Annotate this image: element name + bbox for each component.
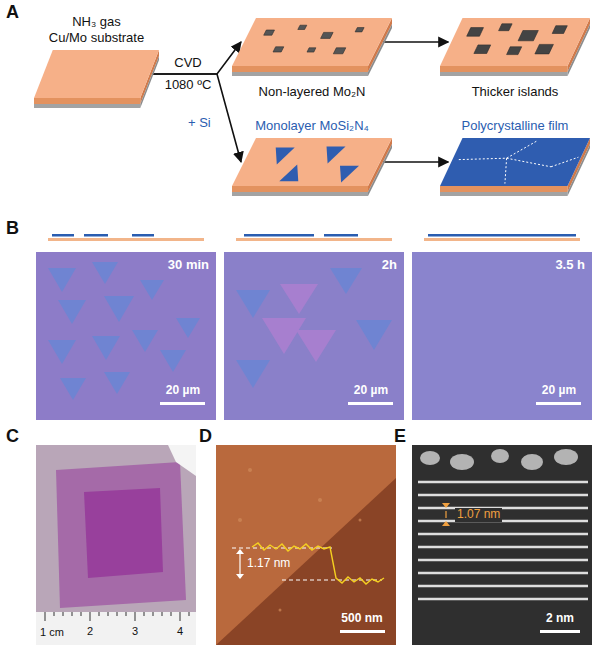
label-holder: 20 µm — [542, 384, 576, 398]
process-arrow — [153, 74, 241, 162]
annotation-label: 1.17 nm — [247, 557, 290, 571]
substrate-stage: Thicker islands — [440, 18, 590, 100]
annotation-label: 4 — [177, 625, 183, 638]
annotation-label: 1 cm — [40, 626, 64, 639]
label-holder: 30 min — [168, 258, 209, 273]
annotation-label: 1080 ºC — [165, 78, 212, 93]
optical-image — [224, 252, 404, 420]
label-holder: 4 — [177, 625, 183, 638]
substrate-stage: Polycrystalline film — [440, 118, 590, 200]
panel-letter: E — [394, 426, 406, 447]
substrate-shape — [232, 138, 392, 200]
afm-image — [216, 445, 396, 645]
annotation-label: 2h — [382, 258, 397, 273]
process-arrow — [383, 41, 448, 43]
panel-letter: A — [6, 2, 19, 23]
panel-letter: C — [6, 426, 19, 447]
stage-label: Thicker islands — [472, 84, 559, 100]
label-holder: 2 — [87, 625, 93, 638]
label-holder: 3.5 h — [555, 258, 585, 273]
panel-letter: B — [6, 218, 19, 239]
label-holder: 1.07 nm — [455, 508, 502, 522]
annotation-label: 3 — [132, 625, 138, 638]
annotation-label: 20 µm — [542, 384, 576, 398]
label-holder: 20 µm — [354, 384, 388, 398]
annotation-label: 500 nm — [341, 612, 382, 626]
label-holder: B — [6, 218, 19, 239]
stage-label: NH₃ gas — [72, 14, 121, 30]
stage-label: Non-layered Mo₂N — [259, 84, 366, 100]
process-arrow — [383, 161, 448, 163]
stage-label: Monolayer MoSi₂N₄ — [255, 118, 369, 134]
annotation-label: CVD — [174, 56, 201, 71]
edge-label-holder: + Si — [188, 116, 211, 131]
label-holder: E — [394, 426, 406, 447]
label-holder: 1 cm — [40, 626, 64, 639]
optical-image — [36, 252, 216, 420]
label-holder: 2h — [382, 258, 397, 273]
label-holder: 3 — [132, 625, 138, 638]
label-holder: A — [6, 2, 19, 23]
annotation-label: 20 µm — [166, 384, 200, 398]
label-holder: 2 nm — [546, 612, 574, 626]
process-arrow — [153, 42, 241, 74]
label-holder: 1.17 nm — [247, 557, 290, 571]
substrate-shape — [440, 138, 590, 200]
tem-image — [412, 445, 592, 645]
substrate-stage: Monolayer MoSi₂N₄ — [232, 118, 392, 200]
substrate-stage: Non-layered Mo₂N — [232, 18, 392, 100]
panel-letter: D — [199, 426, 212, 447]
coverage-schematic — [48, 234, 580, 241]
stage-label: Polycrystalline film — [462, 118, 569, 134]
edge-label: + Si — [188, 116, 211, 131]
substrate-shape — [34, 50, 159, 112]
annotation-label: 1.07 nm — [455, 508, 502, 522]
substrate-shape — [232, 18, 392, 80]
label-holder: D — [199, 426, 212, 447]
annotation-label: 30 min — [168, 258, 209, 273]
optical-image — [412, 252, 592, 420]
substrate-shape — [440, 18, 590, 80]
label-holder: CVD — [174, 56, 201, 71]
annotation-label: 2 nm — [546, 612, 574, 626]
label-holder: 500 nm — [341, 612, 382, 626]
annotation-label: 20 µm — [354, 384, 388, 398]
stage-label: Cu/Mo substrate — [49, 30, 144, 46]
wafer-photo — [36, 445, 196, 645]
label-holder: C — [6, 426, 19, 447]
annotation-label: 2 — [87, 625, 93, 638]
label-holder: 1080 ºC — [165, 78, 212, 93]
annotation-label: 3.5 h — [555, 258, 585, 273]
label-holder: 20 µm — [166, 384, 200, 398]
substrate-stage: NH₃ gasCu/Mo substrate — [34, 14, 159, 112]
